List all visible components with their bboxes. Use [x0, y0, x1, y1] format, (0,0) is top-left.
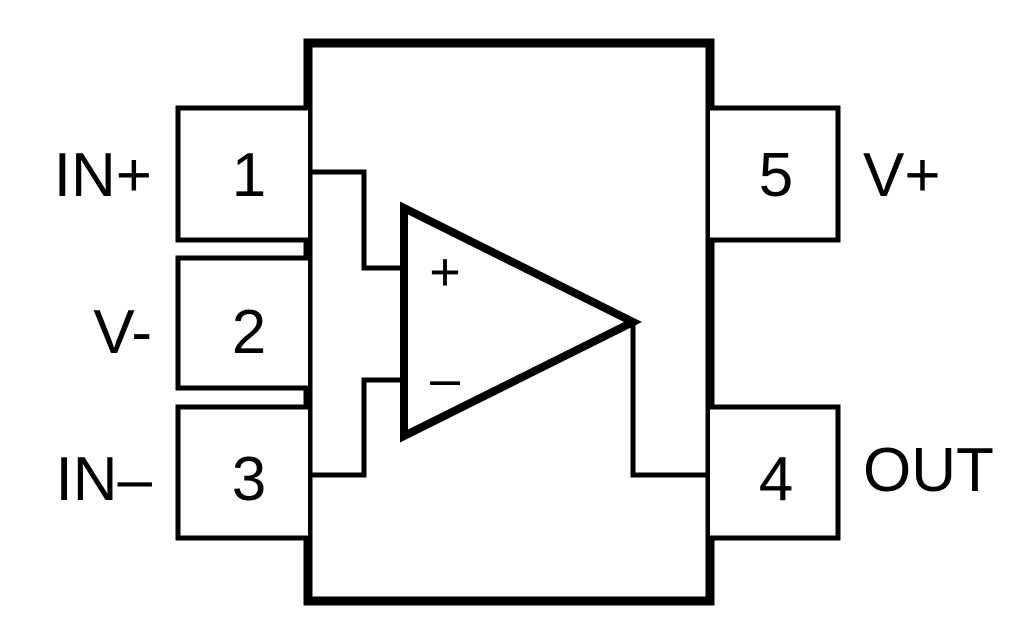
pin3-number: 3: [232, 445, 266, 514]
pin5-label: V+: [863, 141, 941, 210]
wire-in-minus: [312, 377, 406, 478]
wire-in-plus: [312, 169, 406, 271]
opamp-triangle: [400, 201, 642, 443]
pin1-box: [175, 105, 308, 243]
pin3-label: IN–: [56, 445, 153, 514]
pin4-number: 4: [759, 445, 793, 514]
pin4-box: [710, 404, 841, 541]
opamp-minus-sign: –: [430, 349, 460, 409]
pin3-box: [175, 404, 308, 541]
pin2-label: V-: [93, 298, 152, 367]
pin2-number: 2: [232, 298, 266, 367]
pin1-label: IN+: [54, 141, 152, 210]
pin1-number: 1: [232, 141, 266, 210]
pin2-box: [175, 255, 308, 391]
opamp-plus-sign: +: [429, 242, 461, 302]
pin5-box: [710, 105, 841, 243]
pin4-label: OUT: [863, 436, 994, 505]
pin5-number: 5: [759, 141, 793, 210]
package-body: [303, 38, 715, 606]
wire-out: [630, 322, 706, 478]
